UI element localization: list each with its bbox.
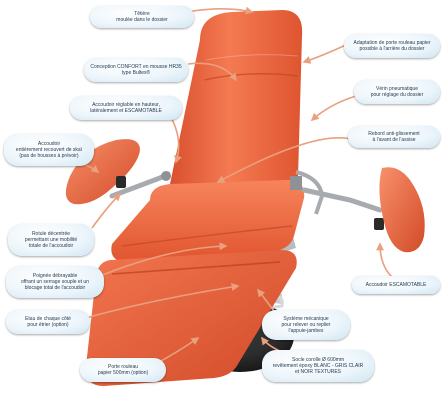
label-base-plate: Socle corolle Ø 600mm revêtement époxy B… [262, 350, 374, 382]
label-side-clamp: Etau de chaque côté pour étrier (option) [6, 310, 90, 334]
arrow-comfort-foam [187, 62, 237, 82]
arrow-paper-roll-top [302, 43, 349, 64]
arrow-pneumatic-jack [310, 95, 357, 122]
seat [111, 180, 305, 262]
leg-rest [85, 250, 297, 386]
label-removable-handle: Poignée débrayable offrant un serrage so… [6, 266, 104, 298]
label-pneumatic-jack: Vérin pneumatique pour réglage du dossie… [354, 80, 440, 104]
label-leg-mechanism: Système mécanique pour relever ou replie… [262, 310, 350, 340]
right-armrest [379, 167, 425, 253]
arrow-side-clamp [85, 283, 240, 319]
label-paper-roll-top: Adaptation de porte rouleau papier possi… [344, 34, 440, 58]
label-adjustable-armrest: Accoudoir réglable en hauteur, latéralem… [70, 96, 182, 120]
label-headrest: Têtière moulée dans le dossier [90, 6, 194, 28]
label-antislip-edge: Rebord anti-glissement à l'avant de l'as… [348, 126, 440, 148]
label-comfort-foam: Conception CONFORT en mousse HR35 type B… [84, 58, 188, 82]
left-armrest [65, 139, 140, 205]
label-armrest-covered: Accoudoir entièrement recouvert de skaï … [4, 134, 94, 166]
arrow-removable-handle [99, 242, 228, 277]
label-retractable-armrest: Accoudoir ESCAMOTABLE [352, 276, 440, 294]
arrow-offset-ball-joint [91, 192, 122, 229]
backrest [169, 10, 303, 196]
arrow-antislip-edge [216, 137, 355, 183]
label-paper-roll-bottom: Porte rouleau papier 500mm (option) [80, 358, 166, 382]
label-offset-ball-joint: Rotule décentrée permettant une mobilité… [8, 224, 94, 256]
